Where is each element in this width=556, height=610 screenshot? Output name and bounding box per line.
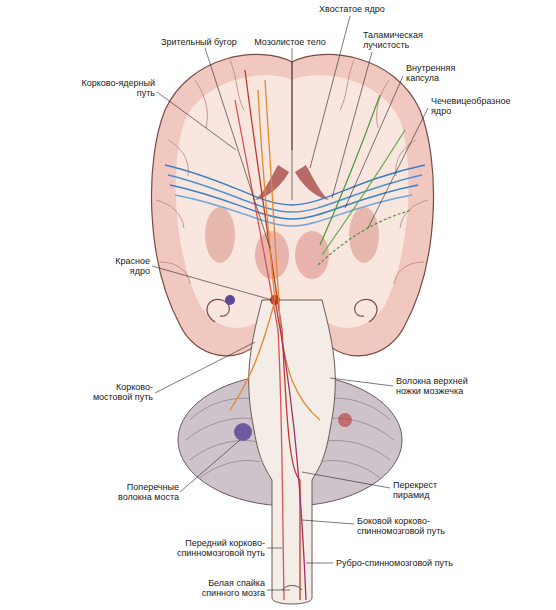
nucleus-dot [225,295,235,305]
hippocampus [355,299,377,322]
dentate-nucleus [338,413,352,427]
lentiform-nucleus [205,207,235,263]
part-label: Мозолистое тело [250,37,330,47]
part-label: Перекрест пирамид [392,480,454,500]
part-label: Таламическая лучистость [362,30,430,50]
part-label: Корково-мостовой путь [90,382,154,402]
dentate-nucleus [234,423,252,441]
part-label: Волокна верхней ножки мозжечка [395,376,473,396]
part-label: Чечевицеобразное ядро [430,96,515,116]
part-label: Поперечные волокна моста [112,482,180,502]
part-label: Боковой корково-спинномозговой путь [356,516,468,536]
callosal-fibres [165,165,425,226]
part-label: Красное ядро [105,256,151,276]
part-label: Передний корково-спинномозговой путь [166,538,266,558]
part-label: Хвостатое ядро [318,4,398,14]
thalamic-radiation [318,95,412,265]
part-label: Зрительный бугор [160,37,250,47]
white-commissure [282,586,302,591]
part-label: Внутренняя капсула [405,63,477,83]
part-label: Корково-ядерный путь [80,78,156,98]
lateral-ventricle [295,165,329,200]
part-label: Белая спайка спинного мозга [186,578,266,598]
thalamus [295,231,329,279]
leader-lines [152,16,428,590]
part-label: Рубро-спинномозговой путь [335,558,465,568]
